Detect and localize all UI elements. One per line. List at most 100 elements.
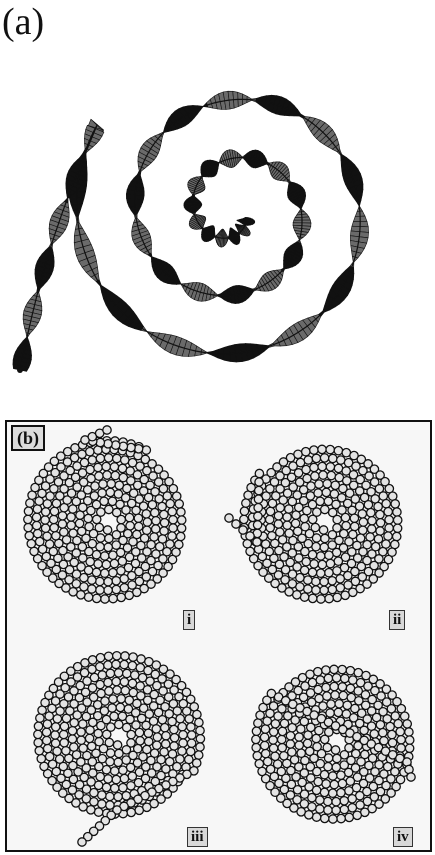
bead [271,752,279,760]
bead [52,723,60,731]
bead [268,532,276,540]
bead [177,524,185,532]
bead [75,519,83,527]
bead [328,577,336,585]
bead [36,537,44,545]
bead [295,733,303,741]
bead [27,540,35,548]
bead [312,454,320,462]
bead [320,578,328,586]
bead [364,501,372,509]
bead [316,497,324,505]
bead [129,653,137,661]
bead [96,454,104,462]
bead [278,727,286,735]
bead [24,523,32,531]
bead [328,585,336,593]
bead [312,577,320,585]
bead [170,742,178,750]
bead [330,665,338,673]
bead [264,757,272,765]
bead [127,730,135,738]
bead [319,526,327,534]
bead [341,513,349,521]
bead [346,667,354,675]
bead [112,775,120,783]
bead [310,463,318,471]
bead [304,585,312,593]
bead [314,685,322,693]
bead [302,448,310,456]
bead [121,686,129,694]
bead [318,462,326,470]
bead [80,458,88,466]
bead [309,594,317,602]
bead [98,800,106,808]
bead [320,543,328,551]
bead [105,687,113,695]
bead [266,515,274,523]
bead [300,514,308,522]
bead [325,569,333,577]
bead [113,454,121,462]
bead [367,509,375,517]
bead [376,527,384,535]
bead [322,666,330,674]
bead [151,509,159,517]
bead [170,725,178,733]
bead [288,748,296,756]
bead [294,527,302,535]
bead [337,771,345,779]
bead [126,522,134,530]
bead [51,731,59,739]
bead [152,725,160,733]
bead [384,532,392,540]
bead [168,532,176,540]
bead [187,747,195,755]
bead [396,728,404,736]
bead [46,752,54,760]
bead [85,734,93,742]
bead [303,474,311,482]
bead [225,514,233,522]
bead [296,458,304,466]
bead [158,502,166,510]
bead [342,522,350,530]
bead [335,700,343,708]
bead [60,528,68,536]
bead [104,454,112,462]
bead [115,749,123,757]
bead [285,529,293,537]
bead [92,568,100,576]
bead [315,480,323,488]
bead [240,507,248,515]
bead [50,524,58,532]
bead [104,661,112,669]
bead [327,471,335,479]
bead [340,797,348,805]
bead [88,656,96,664]
bead-spiral-iii [34,652,205,847]
bead [332,674,340,682]
bead [370,730,378,738]
bead [329,772,337,780]
bead [112,441,120,449]
bead [310,560,318,568]
bead [331,691,339,699]
bead [254,495,262,503]
bead [96,586,104,594]
bead [101,569,109,577]
bead [116,703,124,711]
bead [43,720,51,728]
bead [350,514,358,522]
bead [178,516,186,524]
bead [177,508,185,516]
bead [176,715,184,723]
bead [94,729,102,737]
subpanel-label-ii: ii [389,610,405,630]
bead [406,736,414,744]
bead [330,780,338,788]
bead [117,593,125,601]
bead [178,723,186,731]
bead [326,445,334,453]
